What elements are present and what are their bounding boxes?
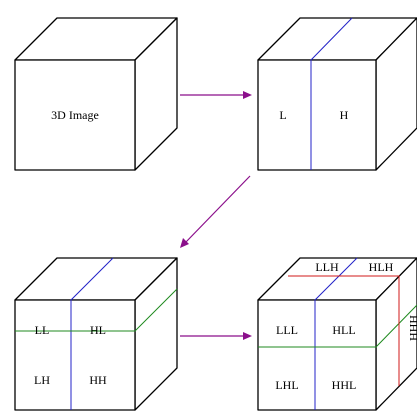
cube3-front-face [14,299,136,411]
cube2-label-h: H [340,108,349,122]
cube4-label-hhl: HHL [332,378,357,392]
cube3-split-y [15,288,178,332]
cube3-label-hh: HH [89,373,107,387]
cube4-label-hhh: HHH [407,315,417,341]
cube3-split-x [70,257,114,410]
cube3-label-hl: HL [90,323,106,337]
cube2-split-x [310,17,353,170]
cube1-label: 3D Image [51,108,99,122]
cube3-label-ll: LL [35,323,50,337]
cube-level-2: LL HL LH HH [14,257,178,411]
cube-level-3: LLL HLL LHL HHL LLH HLH HHH [257,257,417,411]
cube4-label-hlh: HLH [369,260,394,274]
cube4-label-llh: LLH [315,260,339,274]
cube4-label-lll: LLL [276,323,298,337]
cube2-label-l: L [279,108,286,122]
cube-level-1: L H [257,17,417,171]
arrow-right-top [180,91,252,99]
cube-3d-image: 3D Image [14,17,178,171]
arrow-right-bottom [180,332,252,340]
cube4-label-lhl: LHL [275,378,298,392]
cube3-label-lh: LH [34,373,50,387]
cube1-front-face [14,59,136,171]
cube4-label-hll: HLL [332,323,355,337]
cube2-front-face [257,59,377,171]
cube4-split-y [258,304,417,348]
cube4-front-face [257,299,377,411]
cube4-split-z [288,275,400,386]
arrow-diagonal [180,175,251,248]
cube4-split-x [314,257,358,410]
